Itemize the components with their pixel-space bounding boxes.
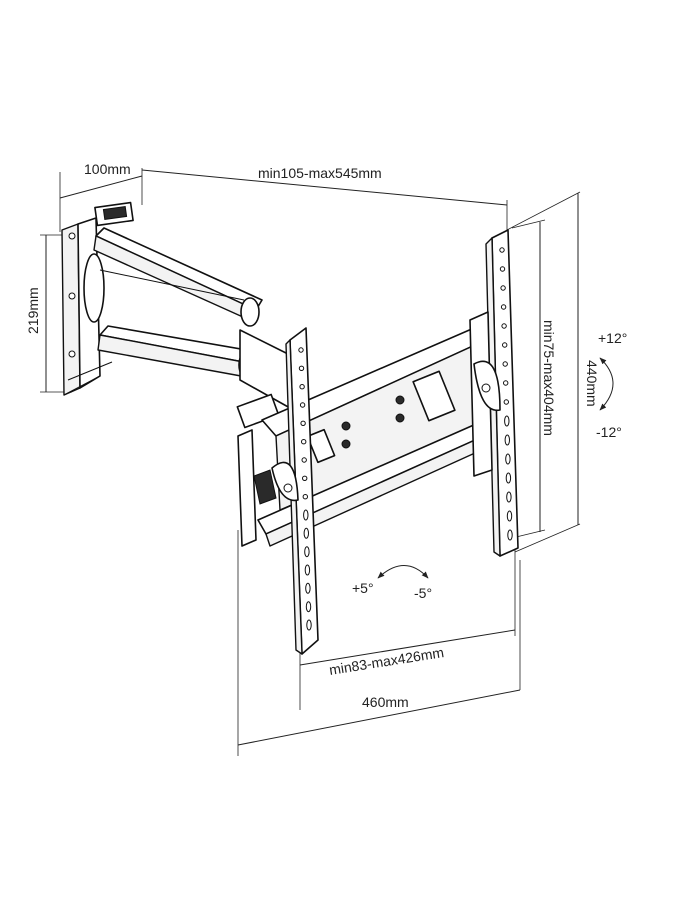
- mount-hole: [305, 582, 311, 594]
- mount-hole: [299, 384, 305, 390]
- dimension-bracket-width: 460mm: [237, 530, 521, 756]
- mount-hole: [305, 601, 312, 613]
- swivel-indicator: +5° -5°: [352, 565, 432, 601]
- mount-hole: [499, 247, 505, 253]
- mount-hole: [500, 285, 506, 291]
- label-bracket-height: 440mm: [584, 360, 600, 407]
- mount-hole: [298, 365, 305, 371]
- dimension-horizontal-hole-spacing: min83-max426mm: [299, 548, 516, 710]
- label-vertical-hole-spacing: min75-max404mm: [541, 320, 557, 436]
- mount-hole: [298, 347, 304, 353]
- label-tilt-down: -12°: [596, 424, 622, 440]
- mount-hole: [506, 510, 513, 522]
- tilt-indicator: +12° -12°: [596, 330, 627, 440]
- mount-hole: [302, 475, 308, 481]
- mount-hole: [304, 546, 310, 558]
- mount-hole: [303, 527, 309, 539]
- mount-hole: [304, 564, 311, 576]
- label-tilt-up: +12°: [598, 330, 627, 346]
- dimension-wall-plate-depth: 100mm: [59, 161, 143, 232]
- mount-hole: [306, 619, 312, 631]
- left-bracket-holes: [298, 347, 312, 631]
- mount-hole: [302, 494, 308, 500]
- mount-hole: [503, 399, 509, 405]
- label-arm-extension: min105-max545mm: [258, 165, 382, 181]
- mount-hole: [303, 509, 309, 521]
- label-wall-plate-depth: 100mm: [84, 161, 131, 177]
- mount-hole: [501, 323, 507, 329]
- mount-hole: [300, 420, 306, 426]
- dimension-arm-extension: min105-max545mm: [141, 165, 508, 232]
- label-swivel-right: -5°: [414, 585, 432, 601]
- mount-hole: [504, 415, 510, 427]
- right-bracket-holes: [499, 247, 513, 541]
- left-vertical-bracket: [237, 327, 319, 655]
- mount-hole: [505, 472, 512, 484]
- label-bracket-width: 460mm: [362, 694, 409, 710]
- label-horizontal-hole-spacing: min83-max426mm: [328, 644, 445, 678]
- mount-hole: [504, 434, 510, 446]
- label-wall-plate-height: 219mm: [25, 287, 41, 334]
- articulating-arms: [83, 227, 291, 429]
- mount-hole: [301, 439, 307, 445]
- mount-hole: [506, 491, 512, 503]
- mount-hole: [503, 380, 509, 386]
- dimension-bracket-height: 440mm: [506, 191, 600, 553]
- mount-hole: [499, 266, 506, 272]
- mount-hole: [505, 453, 511, 465]
- mount-hole: [500, 304, 507, 310]
- mount-hole: [507, 529, 513, 541]
- left-tilt-knob: [253, 461, 299, 505]
- label-swivel-left: +5°: [352, 580, 374, 596]
- dimension-vertical-hole-spacing: min75-max404mm: [511, 219, 557, 539]
- mount-hole: [301, 457, 307, 463]
- right-tilt-knob: [473, 360, 501, 412]
- mount-hole: [502, 342, 508, 348]
- mount-hole: [299, 402, 306, 408]
- mount-hole: [502, 361, 508, 367]
- cross-bars: [257, 327, 491, 547]
